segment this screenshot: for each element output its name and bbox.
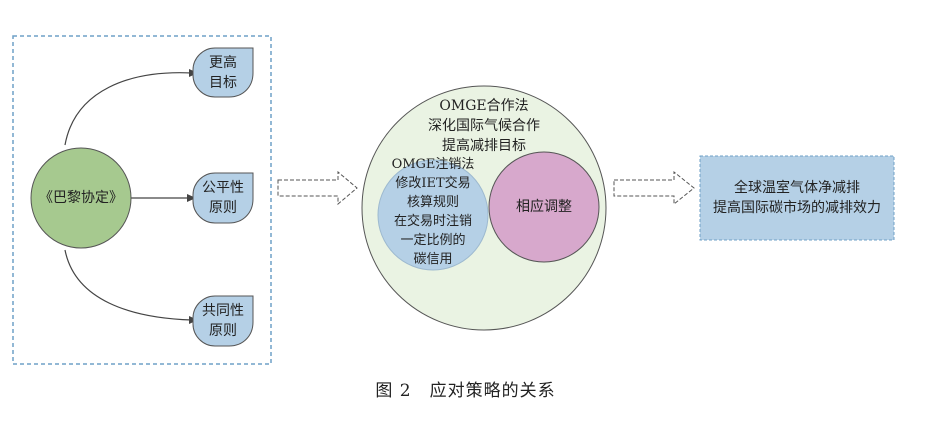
paris-agreement-label: 《巴黎协定》 (39, 190, 123, 206)
arrow-head-fairness (187, 194, 196, 202)
result-label: 全球温室气体净减排 提高国际碳市场的减排效力 (713, 180, 881, 216)
goal-higher-label: 更高 目标 (209, 55, 237, 91)
goal-commonality-label: 共同性 原则 (202, 303, 244, 339)
result-box (699, 155, 895, 241)
figure-caption: 图 2 应对策略的关系 (375, 381, 556, 401)
omge-cooperation-label: OMGE合作法 深化国际气候合作 提高减排目标 (428, 98, 540, 154)
arrow-to-commonality (64, 249, 193, 321)
adjustment-circle (488, 151, 600, 263)
omge-cancellation-circle (377, 159, 489, 271)
paris-agreement-circle (30, 147, 132, 249)
goal-fairness-node (192, 172, 254, 224)
left-panel-frame (12, 35, 272, 365)
adjustment-label: 相应调整 (516, 199, 572, 215)
goal-commonality-node (192, 295, 254, 347)
omge-cancellation-label: OMGE注销法 修改IET交易 核算规则 在交易时注销 一定比例的 碳信用 (391, 157, 475, 267)
arrow-to-higher-goal (64, 72, 193, 146)
hollow-arrow-left (277, 170, 358, 206)
goal-fairness-label: 公平性 原则 (202, 180, 244, 216)
goal-higher-node (192, 47, 254, 98)
hollow-arrow-right (613, 170, 695, 206)
